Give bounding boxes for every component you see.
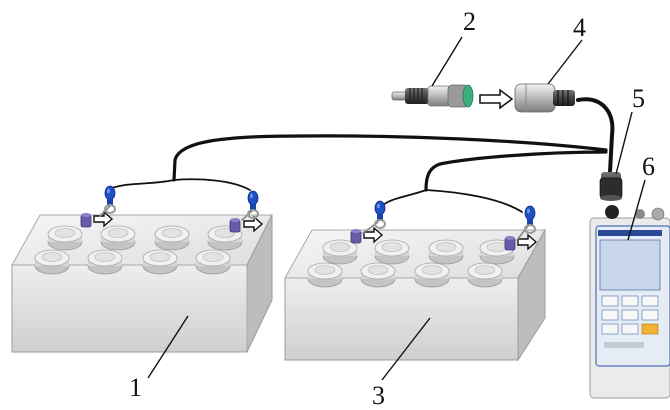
callout-6: 6 [642, 152, 655, 181]
terminal-icon [229, 217, 241, 233]
callout-5: 5 [632, 84, 645, 113]
battery-block-1 [11, 211, 273, 353]
cable-harness [99, 97, 615, 241]
terminal-icon [504, 235, 516, 251]
connector-5-icon [599, 172, 623, 201]
arrow-right-icon [479, 88, 514, 110]
callout-1: 1 [129, 373, 142, 402]
terminal-icon [80, 212, 92, 228]
battery-block-3 [284, 227, 546, 362]
connector-plug-icon [391, 84, 474, 108]
callout-4: 4 [573, 13, 586, 42]
callout-2: 2 [463, 7, 476, 36]
connector-socket-icon [514, 83, 575, 113]
leader-lines [147, 36, 646, 381]
measuring-device-icon [589, 205, 670, 399]
terminal-icon [350, 228, 362, 244]
callout-3: 3 [372, 381, 385, 405]
